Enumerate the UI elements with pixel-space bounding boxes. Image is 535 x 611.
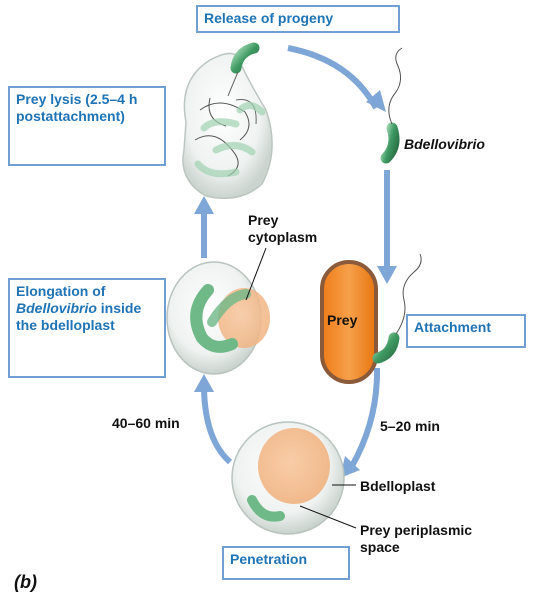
bdelloplast-label: Bdelloplast <box>360 478 436 494</box>
elongation-label-before: Elongation of <box>16 283 106 299</box>
prey-cytoplasm-label: Prey cytoplasm <box>248 212 318 245</box>
time-attachment-to-penetration: 5–20 min <box>380 418 440 434</box>
attached-bdellovibrio <box>372 253 422 364</box>
released-bdellovibrio <box>227 42 260 97</box>
penetration-stage-label: Penetration <box>230 551 308 567</box>
arrowhead-release <box>366 90 386 112</box>
penetration-stage-box: Penetration <box>222 546 350 580</box>
attachment-stage-label: Attachment <box>414 319 492 335</box>
cycle-arrows <box>201 45 390 468</box>
elongation-label-organism: Bdellovibrio <box>16 300 97 316</box>
release-stage-label: Release of progeny <box>204 10 334 26</box>
elongation-stage-box: Elongation of Bdellovibrio inside the bd… <box>8 278 166 378</box>
lysed-prey-cell <box>182 52 273 199</box>
arrowhead-lysis <box>194 196 214 214</box>
attachment-stage-box: Attachment <box>406 314 526 348</box>
arrow-release-to-free <box>287 45 379 110</box>
release-stage-box: Release of progeny <box>196 5 400 33</box>
elongation-bdelloplast <box>166 247 270 375</box>
free-bdellovibrio <box>380 47 403 164</box>
figure-caption: (b) <box>14 572 37 592</box>
arrow-attachment-to-penetration <box>349 367 381 468</box>
arrowhead-elongation <box>194 374 214 392</box>
arrow-penetration-to-elongation <box>201 387 233 465</box>
lysis-stage-box: Prey lysis (2.5–4 h postattachment) <box>8 86 166 166</box>
prey-cell <box>320 260 378 384</box>
arrowhead-attachment <box>377 266 397 284</box>
elongation-label-after: inside the bdelloplast <box>16 300 142 333</box>
prey-label: Prey <box>327 312 358 328</box>
penetration-bdelloplast <box>231 421 357 535</box>
time-penetration-to-elongation: 40–60 min <box>112 415 180 431</box>
arrow-heads <box>194 90 397 478</box>
arrowhead-penetration <box>340 456 360 478</box>
bdellovibrio-label: Bdellovibrio <box>404 136 485 152</box>
lysis-stage-label: Prey lysis (2.5–4 h postattachment) <box>16 91 138 124</box>
periplasmic-space-label: Prey periplasmic space <box>360 522 473 555</box>
